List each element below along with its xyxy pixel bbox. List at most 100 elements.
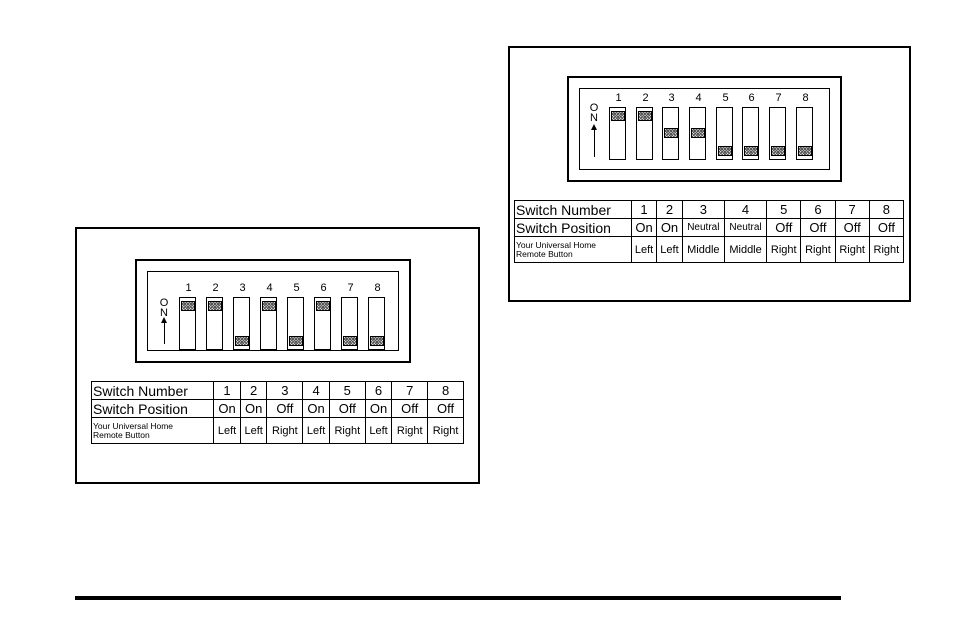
up-arrow-icon — [161, 317, 167, 344]
table-cell: 6 — [800, 200, 836, 219]
dip-switch-4: 4 — [260, 282, 277, 350]
switch-number-label: 5 — [293, 282, 300, 294]
switch-number-label: 8 — [802, 92, 809, 104]
switch-knob — [798, 146, 812, 156]
table-cell: Off — [766, 218, 802, 237]
up-arrow-icon — [591, 124, 597, 157]
table-cell: Off — [328, 399, 366, 418]
table-cell: Right — [766, 236, 802, 263]
table-cell: Off — [266, 399, 304, 418]
table-cell: Left — [239, 417, 268, 444]
dip-switch-diagram: O N 1 2 3 4 5 6 7 8 — [135, 259, 411, 363]
dip-switch-3: 3 — [662, 92, 679, 160]
dip-switch-5: 5 — [287, 282, 304, 350]
switch-number-label: 7 — [347, 282, 354, 294]
switch-knob — [343, 336, 357, 346]
switch-knob — [370, 336, 384, 346]
table-cell: Off — [427, 399, 464, 418]
dip-switch-2: 2 — [206, 282, 223, 350]
switch-settings-table: Switch Number 1 2 3 4 5 6 7 8 Switch Pos… — [90, 381, 464, 444]
table-cell: Right — [834, 236, 870, 263]
switch-number-label: 1 — [615, 92, 622, 104]
switch-number-label: 6 — [748, 92, 755, 104]
table-cell: 8 — [427, 381, 464, 400]
switch-number-label: 2 — [642, 92, 649, 104]
switch-position-row: Switch Position On On Off On Off On Off … — [90, 399, 464, 418]
switch-number-label: 8 — [374, 282, 381, 294]
table-cell: Middle — [681, 236, 725, 263]
page-footer-rule — [75, 596, 841, 600]
switch-number-label: 2 — [212, 282, 219, 294]
switch-position-row: Switch Position On On Neutral Neutral Of… — [514, 218, 905, 237]
table-cell: 4 — [723, 200, 768, 219]
table-cell: Left — [364, 417, 393, 444]
table-cell: 8 — [868, 200, 905, 219]
row-label: Switch Position — [90, 399, 215, 418]
dip-switch-figure-left: O N 1 2 3 4 5 6 7 8 Switch Number 1 2 3 … — [75, 227, 480, 484]
dip-switch-8: 8 — [796, 92, 813, 160]
switch-knob — [718, 146, 732, 156]
table-cell: Off — [391, 399, 429, 418]
switch-number-label: 3 — [668, 92, 675, 104]
table-cell: Neutral — [723, 218, 768, 237]
switch-knob — [316, 301, 330, 311]
switch-settings-table: Switch Number 1 2 3 4 5 6 7 8 Switch Pos… — [514, 200, 905, 263]
row-label: Switch Position — [514, 218, 632, 237]
table-cell: Neutral — [681, 218, 725, 237]
table-cell: On — [239, 399, 268, 418]
table-cell: 2 — [656, 200, 683, 219]
switch-knob — [638, 111, 652, 121]
table-cell: Right — [391, 417, 429, 444]
dip-switch-7: 7 — [769, 92, 786, 160]
dip-switch-5: 5 — [716, 92, 733, 160]
table-cell: 7 — [391, 381, 429, 400]
table-cell: 7 — [834, 200, 870, 219]
switch-number-label: 3 — [239, 282, 246, 294]
switch-knob — [771, 146, 785, 156]
table-cell: 4 — [302, 381, 330, 400]
switch-knob — [181, 301, 195, 311]
switch-knob — [611, 111, 625, 121]
switch-knob — [208, 301, 222, 311]
table-cell: 3 — [681, 200, 725, 219]
dip-switch-6: 6 — [742, 92, 759, 160]
switch-number-label: 4 — [695, 92, 702, 104]
dip-switch-1: 1 — [609, 92, 626, 160]
switch-number-label: 5 — [722, 92, 729, 104]
table-cell: On — [630, 218, 658, 237]
table-cell: 2 — [239, 381, 268, 400]
table-cell: On — [213, 399, 241, 418]
table-cell: Right — [800, 236, 836, 263]
dip-switch-1: 1 — [179, 282, 196, 350]
dip-switch-7: 7 — [341, 282, 358, 350]
dip-switch-figure-right: O N 1 2 3 4 5 6 7 8 Switch Number 1 2 3 … — [508, 46, 911, 302]
table-cell: 6 — [364, 381, 393, 400]
table-cell: Off — [834, 218, 870, 237]
switch-knob — [744, 146, 758, 156]
table-cell: On — [656, 218, 683, 237]
dip-switch-3: 3 — [233, 282, 250, 350]
table-cell: Left — [656, 236, 683, 263]
table-cell: 3 — [266, 381, 304, 400]
table-cell: On — [302, 399, 330, 418]
table-cell: Middle — [723, 236, 768, 263]
table-cell: Left — [302, 417, 330, 444]
table-cell: Left — [213, 417, 241, 444]
table-cell: 5 — [766, 200, 802, 219]
dip-switch-diagram: O N 1 2 3 4 5 6 7 8 — [567, 76, 842, 182]
table-cell: 1 — [630, 200, 658, 219]
table-cell: Off — [800, 218, 836, 237]
table-cell: On — [364, 399, 393, 418]
switch-number-row: Switch Number 1 2 3 4 5 6 7 8 — [514, 200, 905, 219]
switch-number-label: 4 — [266, 282, 273, 294]
dip-switch-8: 8 — [368, 282, 385, 350]
switch-knob — [235, 336, 249, 346]
row-label: Switch Number — [90, 381, 215, 400]
switch-number-label: 7 — [775, 92, 782, 104]
switch-knob — [262, 301, 276, 311]
dip-switch-2: 2 — [636, 92, 653, 160]
